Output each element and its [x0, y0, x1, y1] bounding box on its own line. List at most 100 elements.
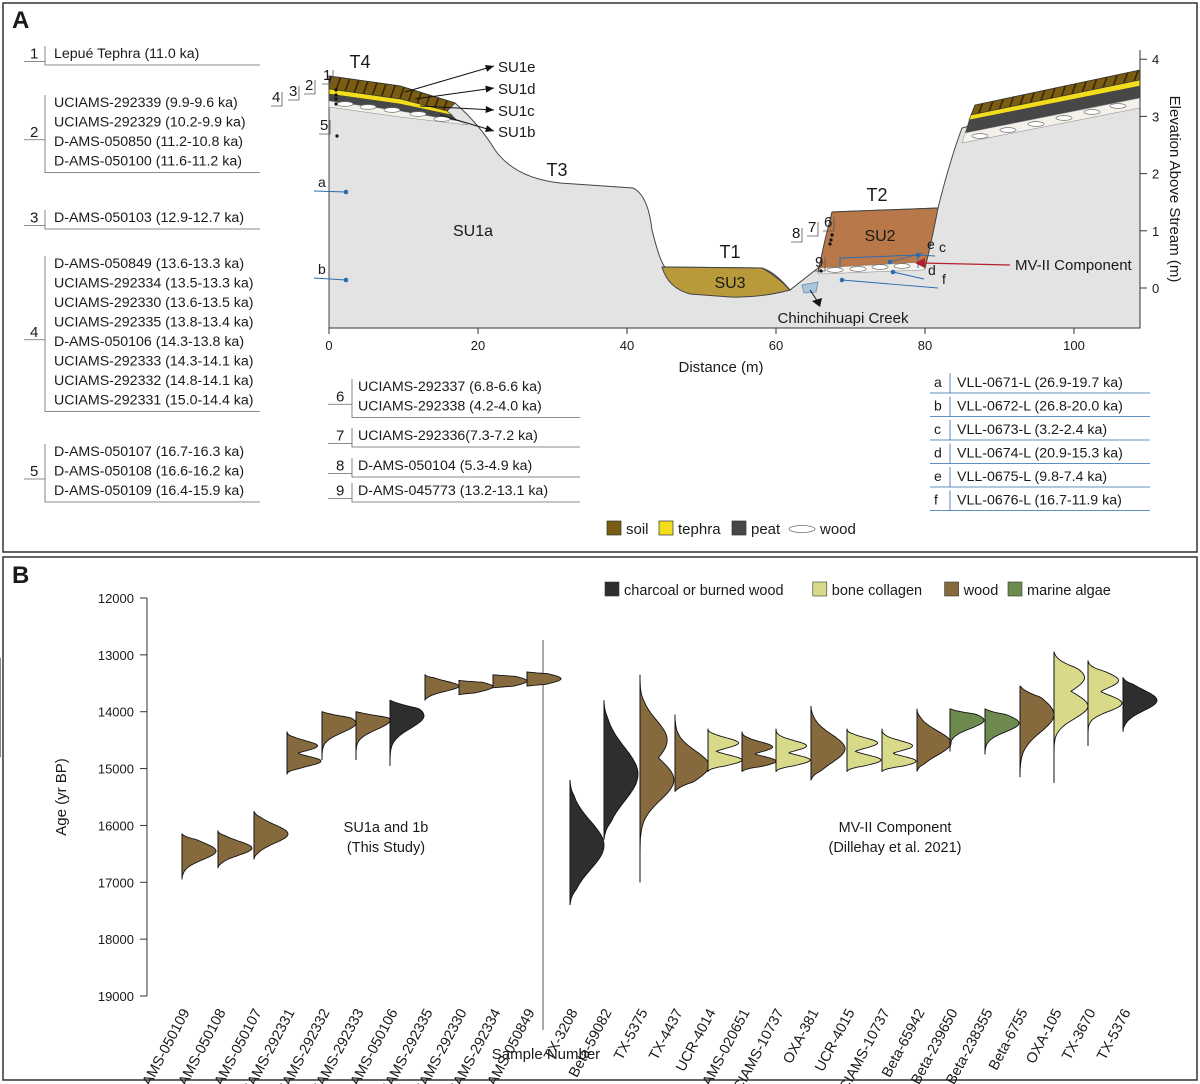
left-date-lepu-tephra-11-0-ka: Lepué Tephra (11.0 ka) — [54, 46, 199, 62]
sample-point-5 — [335, 134, 339, 138]
sample-label-tx-5375: TX-5375 — [611, 1006, 651, 1063]
marker-label-2: 2 — [305, 77, 313, 94]
right-date-vll-0675-l-9-8-7-4-ka: VLL-0675-L (9.8-7.4 ka) — [957, 469, 1107, 485]
panel-a-frame — [2, 2, 1198, 553]
distribution-beta-238355 — [984, 708, 1020, 755]
left-date-d-ams-050107-16-7-16-3-ka: D-AMS-050107 (16.7-16.3 ka) — [54, 444, 244, 460]
unit-label-su2: SU2 — [864, 228, 895, 245]
b-y-tick-label: 19000 — [98, 989, 134, 1004]
marker-label-6: 6 — [824, 214, 832, 231]
distribution-dams-050107 — [253, 811, 289, 860]
left-date-uciams-292331-15-0-14-4-ka: UCIAMS-292331 (15.0-14.4 ka) — [54, 393, 254, 409]
sample-label-tx-3670: TX-3670 — [1059, 1006, 1099, 1063]
unit-label-su1c: SU1c — [498, 103, 535, 120]
left-group-number-2: 2 — [30, 124, 38, 141]
y-tick-label: 2 — [1152, 167, 1159, 182]
mv-ii-arrow — [921, 262, 1011, 266]
y-axis-title: Elevation Above Stream (m) — [1166, 96, 1183, 283]
right-group-letter-b: b — [934, 398, 942, 414]
distribution-beta-59082 — [603, 700, 639, 840]
b-y-tick-label: 14000 — [98, 705, 134, 720]
middle-group-number-6: 6 — [336, 388, 344, 405]
x-tick-label: 80 — [918, 338, 932, 353]
panel-b-label: B — [12, 562, 29, 589]
left-date-d-ams-050100-11-6-11-2-ka: D-AMS-050100 (11.6-11.2 ka) — [54, 154, 242, 170]
left-date-d-ams-050106-14-3-13-8-ka: D-AMS-050106 (14.3-13.8 ka) — [54, 334, 244, 350]
left-date-uciams-292332-14-8-14-1-ka: UCIAMS-292332 (14.8-14.1 ka) — [54, 373, 254, 389]
y-tick-label: 0 — [1152, 281, 1159, 296]
distribution-dams-050106 — [389, 699, 425, 766]
left-group-number-1: 1 — [30, 46, 38, 63]
left-group-number-5: 5 — [30, 463, 38, 480]
marker-label-4: 4 — [272, 89, 280, 106]
legend-swatch-tephra — [658, 520, 674, 536]
wood-fragment — [359, 104, 377, 110]
wood-fragment — [849, 266, 867, 272]
distribution-uciams-10737 — [881, 728, 917, 772]
marker-bracket — [807, 222, 819, 237]
unit-label-su1d: SU1d — [498, 81, 536, 98]
sample-point-4 — [334, 102, 338, 106]
unit-label-su1e: SU1e — [498, 59, 536, 76]
marker-bracket — [823, 217, 835, 232]
unit-label-su1b: SU1b — [498, 124, 536, 141]
right-group-letter-d: d — [934, 445, 942, 461]
distribution-tx-5376 — [1122, 677, 1158, 732]
b-legend-swatch-bone-collagen — [812, 581, 828, 597]
x-tick-label: 20 — [471, 338, 485, 353]
b-legend-label-charcoal-or-burned-wood: charcoal or burned wood — [624, 583, 784, 599]
left-date-uciams-292335-13-8-13-4-ka: UCIAMS-292335 (13.8-13.4 ka) — [54, 315, 254, 331]
creek-label: Chinchihuapi Creek — [778, 310, 909, 327]
b-y-tick-label: 13000 — [98, 648, 134, 663]
distribution-beta-239650 — [949, 708, 985, 752]
middle-group-bracket — [351, 458, 580, 478]
blue-marker-line — [917, 254, 936, 257]
left-date-d-ams-050109-16-4-15-9-ka: D-AMS-050109 (16.4-15.9 ka) — [54, 483, 244, 499]
distribution-ucr-4014 — [707, 728, 743, 772]
peat-layer-right — [965, 86, 1140, 133]
blue-marker-line — [889, 252, 924, 263]
creek-water — [801, 281, 819, 294]
distribution-oxa-381 — [810, 705, 846, 781]
distribution-uciams-292332 — [321, 711, 357, 761]
sample-point-2 — [334, 93, 338, 97]
right-group-letter-a: a — [934, 374, 942, 390]
left-date-d-ams-050108-16-6-16-2-ka: D-AMS-050108 (16.6-16.2 ka) — [54, 464, 244, 480]
terrace-label-t2: T2 — [866, 185, 887, 205]
su1a-body — [328, 75, 1141, 329]
sample-label-tx-5376: TX-5376 — [1094, 1006, 1134, 1063]
terrace-label-t4: T4 — [349, 52, 370, 72]
unit-arrowhead — [485, 85, 494, 93]
panel-b-frame — [2, 556, 1198, 1081]
right-group-label-line: (Dillehay et al. 2021) — [829, 840, 962, 856]
b-y-tick-label: 12000 — [98, 591, 134, 606]
right-date-vll-0676-l-16-7-11-9-ka: VLL-0676-L (16.7-11.9 ka) — [957, 493, 1122, 509]
marker-label-1: 1 — [323, 67, 331, 84]
marker-label-7: 7 — [808, 219, 816, 236]
blue-marker-line — [313, 277, 347, 281]
marker-bracket — [304, 80, 316, 95]
unit-arrow — [414, 87, 495, 100]
x-tick-label: 40 — [620, 338, 634, 353]
marker-bracket — [322, 70, 334, 85]
right-date-vll-0673-l-3-2-2-4-ka: VLL-0673-L (3.2-2.4 ka) — [957, 422, 1107, 438]
distribution-beta-65942 — [916, 708, 952, 772]
wood-fragment — [971, 133, 989, 139]
middle-date-d-ams-045773-13-2-13-1-ka: D-AMS-045773 (13.2-13.1 ka) — [358, 483, 548, 499]
distribution-uciams-292333 — [355, 711, 391, 761]
distribution-tx-3670 — [1087, 660, 1123, 746]
y-tick-label: 4 — [1152, 52, 1159, 67]
blue-marker-line — [841, 279, 939, 289]
left-date-uciams-292329-10-2-9-9-ka: UCIAMS-292329 (10.2-9.9 ka) — [54, 115, 246, 131]
wood-fragment — [893, 263, 911, 269]
left-date-uciams-292339-9-9-9-6-ka: UCIAMS-292339 (9.9-9.6 ka) — [54, 95, 238, 111]
b-legend-swatch-marine-algae — [1007, 581, 1023, 597]
luminescence-point-b — [343, 277, 349, 283]
wood-fragment — [1055, 115, 1073, 121]
wood-fragment — [826, 267, 844, 273]
middle-date-uciams-292336-7-3-7-2-ka: UCIAMS-292336(7.3-7.2 ka) — [358, 428, 538, 444]
distribution-ucr-4015 — [846, 728, 882, 772]
distribution-beta-6755 — [1019, 685, 1055, 778]
marker-label-3: 3 — [289, 83, 297, 100]
marker-bracket — [791, 228, 803, 243]
